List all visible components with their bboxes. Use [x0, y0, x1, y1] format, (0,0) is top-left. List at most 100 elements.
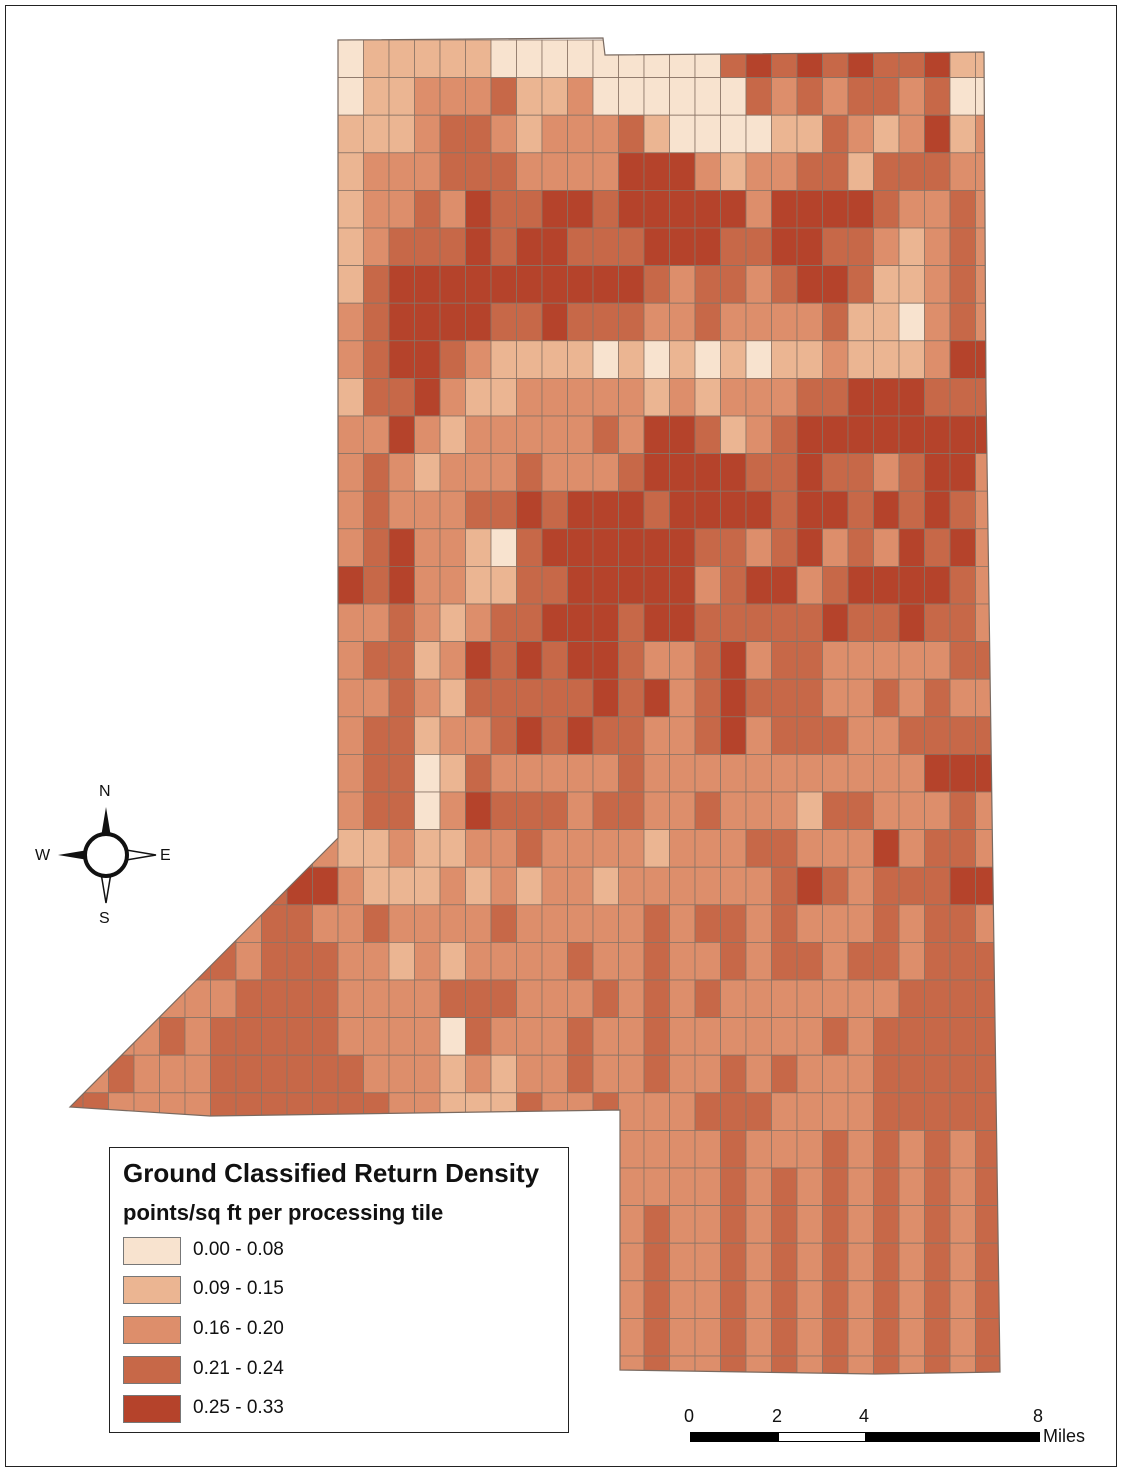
processing-tile [643, 377, 670, 417]
processing-tile [847, 528, 874, 567]
processing-tile [184, 904, 211, 943]
processing-tile [541, 904, 568, 943]
processing-tile [210, 566, 237, 605]
processing-tile [949, 603, 976, 642]
processing-tile [567, 1242, 594, 1282]
processing-tile [70, 678, 84, 718]
processing-tile [643, 189, 670, 229]
processing-tile [898, 340, 925, 379]
legend-swatch [123, 1316, 181, 1344]
processing-tile [235, 415, 262, 454]
processing-tile [337, 415, 364, 454]
processing-tile [873, 566, 900, 605]
processing-tile [796, 1205, 823, 1244]
processing-tile [669, 227, 696, 266]
processing-tile [618, 603, 645, 642]
processing-tile [796, 1280, 823, 1319]
processing-tile [720, 528, 747, 567]
processing-tile [388, 340, 415, 379]
processing-tile [133, 302, 160, 342]
processing-tile [592, 566, 619, 605]
processing-tile [643, 754, 670, 793]
processing-tile [465, 114, 492, 154]
processing-tile [312, 227, 339, 266]
processing-tile [414, 678, 441, 718]
processing-tile [771, 1205, 798, 1244]
processing-tile [210, 415, 237, 454]
processing-tile [694, 866, 721, 906]
processing-tile [210, 340, 237, 379]
processing-tile [490, 377, 517, 417]
processing-tile [822, 716, 849, 755]
processing-tile [618, 265, 645, 304]
processing-tile [108, 340, 135, 379]
processing-tile [312, 866, 339, 906]
processing-tile [82, 1130, 109, 1169]
processing-tile [720, 603, 747, 642]
processing-tile [465, 678, 492, 718]
processing-tile [796, 114, 823, 154]
processing-tile [82, 340, 109, 379]
processing-tile [975, 227, 1000, 266]
processing-tile [720, 1242, 747, 1282]
processing-tile [516, 340, 543, 379]
processing-tile [949, 189, 976, 229]
processing-tile [898, 979, 925, 1018]
processing-tile [694, 1318, 721, 1357]
processing-tile [949, 904, 976, 943]
processing-tile [745, 77, 772, 116]
processing-tile [669, 1318, 696, 1357]
processing-tile [82, 189, 109, 229]
processing-tile [133, 904, 160, 943]
processing-tile [159, 377, 186, 417]
processing-tile [669, 189, 696, 229]
processing-tile [286, 942, 313, 981]
processing-tile [618, 791, 645, 830]
processing-tile [898, 377, 925, 417]
processing-tile [873, 1280, 900, 1319]
processing-tile [873, 227, 900, 266]
processing-tile [108, 603, 135, 642]
processing-tile [694, 603, 721, 642]
processing-tile [822, 1130, 849, 1169]
processing-tile [337, 603, 364, 642]
processing-tile [694, 189, 721, 229]
processing-tile [745, 829, 772, 868]
compass-south-label: S [99, 910, 110, 927]
processing-tile [184, 77, 211, 116]
processing-tile [516, 265, 543, 304]
processing-tile [643, 490, 670, 530]
processing-tile [745, 904, 772, 943]
processing-tile [898, 1017, 925, 1056]
processing-tile [439, 490, 466, 530]
processing-tile [949, 377, 976, 417]
processing-tile [337, 904, 364, 943]
processing-tile [975, 415, 1000, 454]
processing-tile [847, 791, 874, 830]
processing-tile [312, 453, 339, 492]
processing-tile [567, 265, 594, 304]
processing-tile [235, 791, 262, 830]
processing-tile [516, 678, 543, 718]
legend: Ground Classified Return Density points/… [109, 1147, 569, 1433]
processing-tile [898, 716, 925, 755]
processing-tile [133, 942, 160, 981]
processing-tile [337, 829, 364, 868]
processing-tile [847, 1242, 874, 1282]
processing-tile [82, 979, 109, 1018]
processing-tile [720, 1017, 747, 1056]
processing-tile [898, 641, 925, 680]
processing-tile [873, 1130, 900, 1169]
processing-tile [873, 829, 900, 868]
processing-tile [159, 77, 186, 116]
processing-tile [592, 904, 619, 943]
processing-tile [184, 566, 211, 605]
processing-tile [286, 754, 313, 793]
processing-tile [745, 791, 772, 830]
processing-tile [618, 1355, 645, 1374]
processing-tile [847, 114, 874, 154]
processing-tile [133, 641, 160, 680]
processing-tile [567, 528, 594, 567]
processing-tile [745, 415, 772, 454]
processing-tile [694, 265, 721, 304]
